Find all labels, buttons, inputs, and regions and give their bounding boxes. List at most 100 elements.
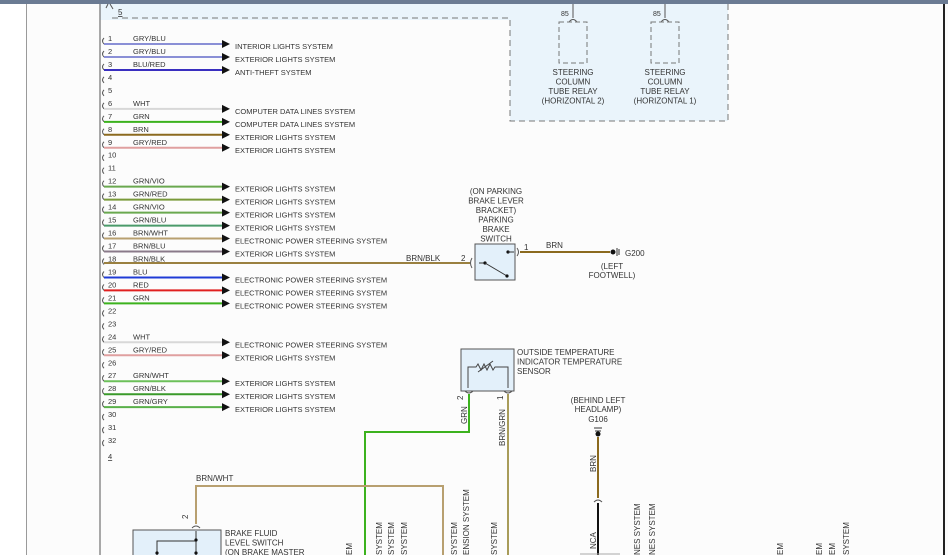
relay-label: (HORIZONTAL 1) — [634, 97, 697, 106]
relay-dashed-border — [112, 4, 729, 122]
pin-number: 7 — [108, 112, 112, 121]
arrow-right-icon — [222, 65, 230, 74]
brake-fluid-switch-box — [132, 529, 222, 555]
right-scroll-edge[interactable] — [943, 4, 945, 555]
pin-number: 18 — [108, 254, 116, 263]
system-link[interactable]: EXTERIOR LIGHTS SYSTEM — [235, 146, 335, 155]
system-link[interactable]: SYSTEM — [387, 522, 396, 555]
ts-label-line: INDICATOR TEMPERATURE — [517, 358, 622, 367]
system-link[interactable]: SYSTEM — [842, 522, 851, 555]
system-link[interactable]: ELECTRONIC POWER STEERING SYSTEM — [235, 340, 387, 349]
thermistor-arrow-icon — [477, 360, 494, 373]
pin-connector-icon — [191, 525, 201, 529]
system-link[interactable]: ELECTRONIC POWER STEERING SYSTEM — [235, 301, 387, 310]
pin-bracket-icon — [102, 400, 105, 408]
ground-g200-location-2: FOOTWELL) — [589, 271, 636, 280]
system-link[interactable]: ANTI-THEFT SYSTEM — [235, 68, 312, 77]
system-link[interactable]: EXTERIOR LIGHTS SYSTEM — [235, 224, 335, 233]
system-link[interactable]: EXTERIOR LIGHTS SYSTEM — [235, 211, 335, 220]
relay-label: STEERING — [645, 68, 686, 77]
system-link[interactable]: EXTERIOR LIGHTS SYSTEM — [235, 55, 335, 64]
system-link[interactable]: ELECTRONIC POWER STEERING SYSTEM — [235, 275, 387, 284]
g106-location-2: HEADLAMP) — [575, 405, 622, 414]
relay-label: COLUMN — [556, 78, 591, 87]
pin-number: 28 — [108, 384, 116, 393]
pin-number: 19 — [108, 267, 116, 276]
relay-label: COLUMN — [648, 78, 683, 87]
system-link[interactable]: EXTERIOR LIGHTS SYSTEM — [235, 250, 335, 259]
system-link[interactable]: EXTERIOR LIGHTS SYSTEM — [235, 185, 335, 194]
system-link[interactable]: EXTERIOR LIGHTS SYSTEM — [235, 133, 335, 142]
wire-grn-sensor — [364, 394, 470, 555]
pin-number: 20 — [108, 280, 116, 289]
wire-color-label: GRN — [133, 293, 150, 302]
system-link[interactable]: SYSTEM — [400, 522, 409, 555]
system-link[interactable]: ELECTRONIC POWER STEERING SYSTEM — [235, 288, 387, 297]
arrow-right-icon — [222, 52, 230, 61]
bfs-label-line: LEVEL SWITCH — [225, 539, 284, 548]
pin-connector-icon — [516, 247, 519, 257]
pin-bracket-icon — [102, 50, 105, 58]
pin-number: 10 — [108, 151, 116, 160]
arrow-right-icon — [222, 221, 230, 230]
system-link[interactable]: EXTERIOR LIGHTS SYSTEM — [235, 405, 335, 414]
arrow-right-icon — [222, 208, 230, 217]
system-link[interactable]: EXTERIOR LIGHTS SYSTEM — [235, 353, 335, 362]
pin-bracket-icon — [102, 374, 105, 382]
arrow-right-icon — [222, 377, 230, 386]
switch-node-icon — [194, 551, 198, 555]
pin-number: 14 — [108, 203, 116, 212]
relay-pin-label: 85 — [561, 11, 569, 18]
wire-color-label: GRN/VIO — [133, 177, 165, 186]
pin-bracket-icon — [102, 439, 105, 447]
system-link[interactable]: SYSTEM — [490, 522, 499, 555]
system-link[interactable]: EM — [345, 543, 354, 555]
switch-node-icon — [194, 538, 198, 542]
system-link[interactable]: INTERIOR LIGHTS SYSTEM — [235, 42, 333, 51]
wire-color-label: BLU/RED — [133, 60, 166, 69]
arrow-right-icon — [222, 117, 230, 126]
system-link[interactable]: NES SYSTEM — [648, 503, 657, 555]
wire-color-label: GRN/GRY — [133, 397, 168, 406]
system-link[interactable]: EM — [828, 543, 837, 555]
system-link[interactable]: SYSTEM — [375, 522, 384, 555]
system-link[interactable]: ENSION SYSTEM — [462, 489, 471, 555]
top-pin-label: 5 — [118, 8, 123, 17]
wire-color-label: RED — [133, 280, 149, 289]
wire-color-label: BRN/BLK — [133, 254, 165, 263]
wire-label-brn-wht: BRN/WHT — [196, 474, 233, 483]
system-link[interactable]: COMPUTER DATA LINES SYSTEM — [235, 107, 355, 116]
system-link[interactable]: ELECTRONIC POWER STEERING SYSTEM — [235, 237, 387, 246]
arrow-right-icon — [222, 234, 230, 243]
system-link[interactable]: EM — [815, 543, 824, 555]
pbs-label-line: PARKING — [478, 216, 513, 225]
wire-color-label: BRN/WHT — [133, 229, 168, 238]
pin-bracket-icon — [102, 141, 105, 149]
arrow-right-icon — [222, 195, 230, 204]
pin-bracket-icon — [102, 232, 105, 239]
system-link[interactable]: EM — [776, 543, 785, 555]
system-link[interactable]: EXTERIOR LIGHTS SYSTEM — [235, 198, 335, 207]
relay-box — [650, 21, 680, 64]
system-link[interactable]: SYSTEM — [450, 522, 459, 555]
system-link[interactable]: EXTERIOR LIGHTS SYSTEM — [235, 392, 335, 401]
pbs-pin-in: 2 — [461, 254, 466, 263]
system-link[interactable]: COMPUTER DATA LINES SYSTEM — [235, 120, 355, 129]
bfs-pin: 2 — [181, 514, 190, 519]
relay-box — [558, 21, 588, 64]
pbs-label-line: BRAKE LEVER — [468, 197, 524, 206]
pin-bracket-icon — [102, 89, 105, 97]
wire-color-label: WHT — [133, 99, 150, 108]
arrow-right-icon — [222, 338, 230, 347]
pin-number: 22 — [108, 306, 116, 315]
window-top-bar — [0, 0, 948, 4]
pin-bracket-icon — [102, 322, 105, 330]
pin-bracket-icon — [102, 206, 105, 213]
pin-number: 27 — [108, 371, 116, 380]
wire-label-grn: GRN — [460, 406, 469, 424]
wire-label-g106-brn: BRN — [589, 455, 598, 472]
system-link[interactable]: NES SYSTEM — [633, 503, 642, 555]
system-link[interactable]: EXTERIOR LIGHTS SYSTEM — [235, 379, 335, 388]
